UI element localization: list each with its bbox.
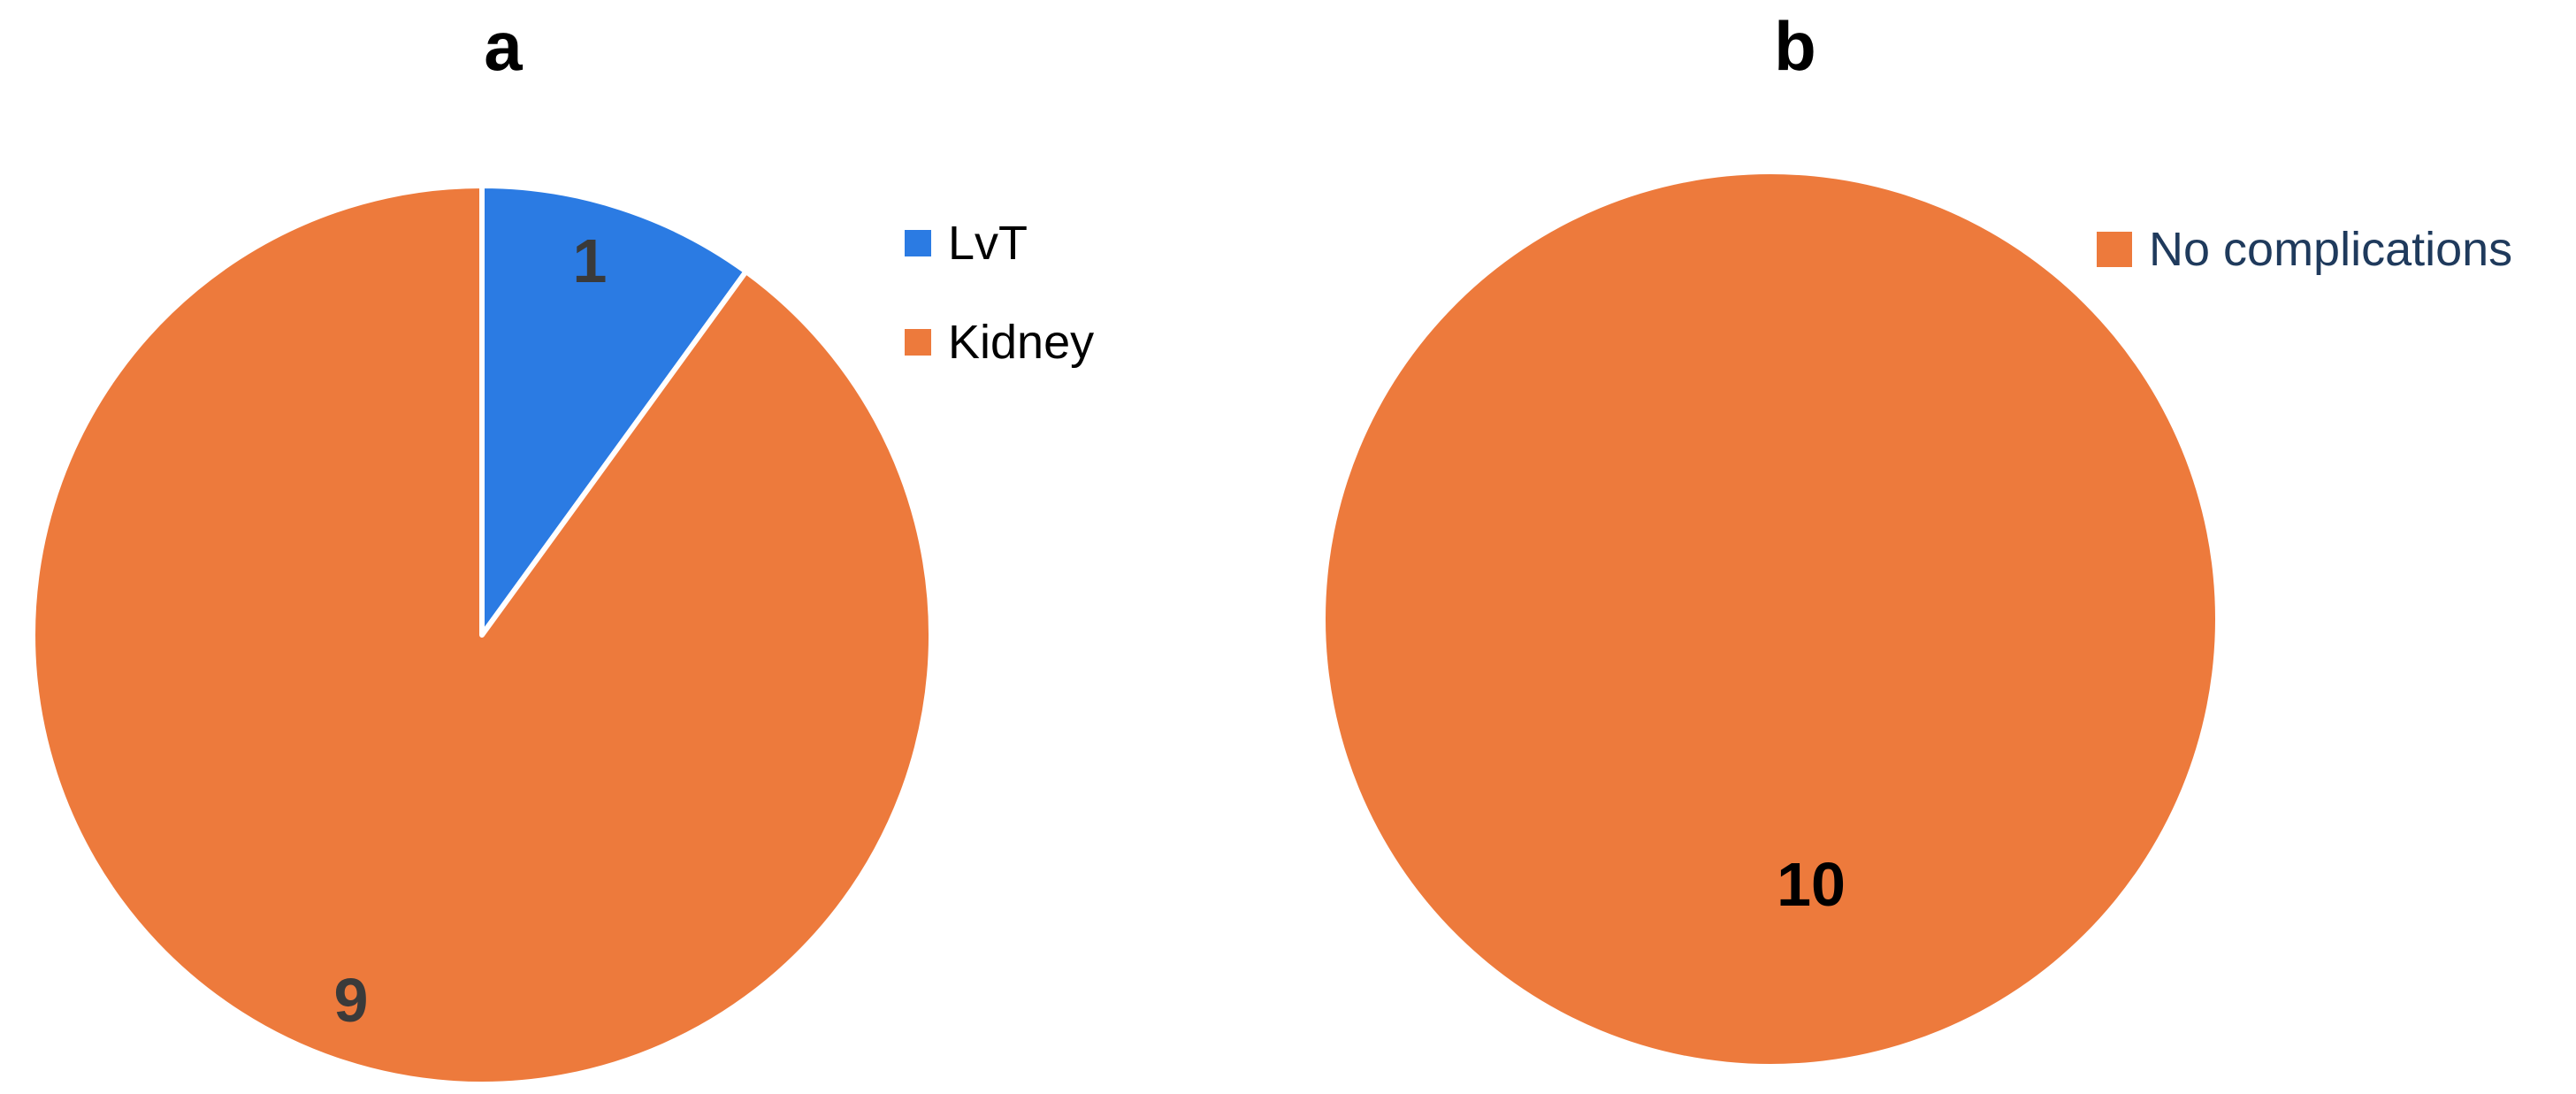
data-label-kidney: 9 [333,966,369,1035]
legend-item-lvt: LvT [905,214,1094,272]
legend-swatch-icon [905,329,931,356]
pie-slice-lvt [479,183,749,638]
legend-swatch-icon [2097,232,2132,267]
panel-a-label: a [484,7,523,85]
legend-label: LvT [948,217,1028,270]
legend-swatch-icon [905,230,931,256]
pie-slice-no-complications [1326,174,2215,1064]
panel-b-label: b [1774,7,1816,85]
legend-label: Kidney [948,316,1095,369]
legend-a: LvT Kidney [905,214,1094,371]
legend-label: No complications [2149,223,2513,276]
legend-b: No complications [2097,220,2512,279]
data-label-no-complications: 10 [1777,850,1846,919]
legend-item-no-complications: No complications [2097,220,2512,279]
pie-slice-kidney [30,183,934,1087]
legend-item-kidney: Kidney [905,313,1094,371]
data-label-lvt: 1 [572,226,608,295]
